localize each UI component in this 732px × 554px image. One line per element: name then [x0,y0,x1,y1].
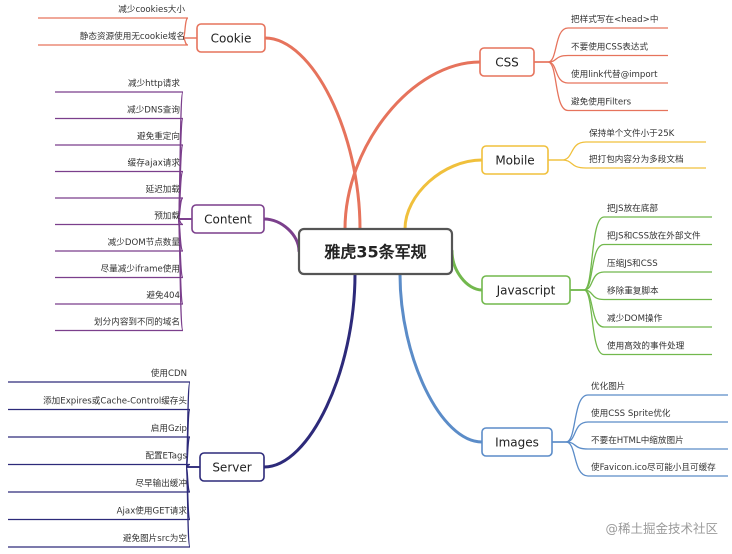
javascript-leaf-item: 把JS和CSS放在外部文件 [607,230,701,242]
images-leaf-item: 优化图片 [591,380,625,392]
content-leaf-item: 避免404 [146,289,180,301]
server-branch-node[interactable]: Server [199,452,265,482]
content-leaf-item: 尽量减少iframe使用 [101,263,180,275]
css-leaf-item: 使用link代替@import [571,68,658,80]
javascript-leaf-item: 减少DOM操作 [607,312,663,324]
css-leaf-item: 不要使用CSS表达式 [571,41,648,53]
server-branch-label: Server [212,460,251,474]
images-branch-label: Images [495,435,539,449]
cookie-leaf-item: 减少cookies大小 [118,3,185,15]
css-leaf-item: 避免使用Filters [571,96,632,108]
mobile-trunk-connector [403,158,484,231]
mobile-leaf-connector [548,159,706,169]
cookie-trunk-connector [263,36,362,231]
mobile-branch-node[interactable]: Mobile [481,145,549,175]
mobile-branch-label: Mobile [495,153,534,167]
server-branch-box [199,452,265,482]
javascript-leaf-item: 压缩JS和CSS [607,257,658,269]
branch-connectors [8,17,728,548]
images-branch-node[interactable]: Images [481,427,553,457]
css-branch-node[interactable]: CSS [479,47,535,77]
javascript-leaf-item: 把JS放在底部 [607,202,658,214]
server-leaf-item: 启用Gzip [151,422,187,434]
content-leaf-connector [55,218,192,332]
content-leaf-connector [55,144,192,220]
content-leaf-item: 划分内容到不同的域名 [94,316,180,328]
images-leaf-item: 使用CSS Sprite优化 [591,407,671,419]
css-trunk-connector [343,60,482,231]
content-leaf-item: 延迟加载 [146,183,181,195]
server-leaf-item: 使用CDN [151,367,187,379]
javascript-leaf-connector [570,289,712,356]
images-trunk-connector [398,272,484,444]
css-branch-box [479,47,535,77]
cookie-branch-label: Cookie [211,31,252,45]
javascript-trunk-connector [450,249,484,292]
javascript-branch-label: Javascript [496,283,556,297]
content-leaf-item: 预加载 [154,210,180,222]
content-leaf-item: 缓存ajax请求 [128,157,181,169]
mobile-leaf-item: 保持单个文件小于25K [589,127,675,139]
mobile-leaf-item: 把打包内容分为多段文档 [589,153,684,165]
root-label: 雅虎35条军规 [323,243,426,262]
cookie-leaf-item: 静态资源使用无cookie域名 [80,30,185,42]
content-leaf-item: 减少DNS查询 [127,104,180,116]
server-trunk-connector [262,272,357,469]
javascript-branch-box [481,275,571,305]
content-branch-node[interactable]: Content [191,204,265,234]
content-leaf-item: 减少http请求 [128,77,180,89]
css-leaf-connector [534,61,668,112]
javascript-leaf-item: 移除重复脚本 [607,285,659,297]
javascript-leaf-connector [570,216,712,291]
content-branch-box [191,204,265,234]
branch-nodes: CSS 把样式写在<head>中不要使用CSS表达式使用link代替@import… [43,3,716,544]
root-box [297,227,454,276]
server-leaf-item: 添加Expires或Cache-Control缓存头 [43,395,187,407]
mobile-branch-box [481,145,549,175]
images-leaf-item: 使Favicon.ico尽可能小且可缓存 [591,461,716,473]
css-leaf-item: 把样式写在<head>中 [571,13,658,25]
content-trunk-connector [262,217,301,253]
css-branch-label: CSS [495,55,519,69]
server-leaf-item: Ajax使用GET请求 [117,505,188,517]
content-branch-label: Content [204,212,252,226]
server-leaf-item: 尽早输出缓冲 [135,477,187,489]
cookie-branch-box [196,23,266,53]
images-leaf-item: 不要在HTML中缩放图片 [591,434,684,446]
images-branch-box [481,427,553,457]
server-leaf-item: 避免图片src为空 [123,532,187,544]
content-leaf-item: 减少DOM节点数量 [108,236,181,248]
javascript-leaf-item: 使用高效的事件处理 [607,340,685,352]
server-leaf-connector [8,463,200,468]
images-leaf-connector [552,441,728,477]
server-leaf-item: 配置ETags [145,451,187,462]
javascript-branch-node[interactable]: Javascript [481,275,571,305]
content-leaf-item: 避免重定向 [137,130,180,142]
server-leaf-connector [8,466,200,548]
watermark-text: @稀土掘金技术社区 [605,521,718,536]
cookie-leaf-connector [38,37,197,46]
cookie-branch-node[interactable]: Cookie [196,23,266,53]
root-node[interactable]: 雅虎35条军规 [297,227,454,276]
